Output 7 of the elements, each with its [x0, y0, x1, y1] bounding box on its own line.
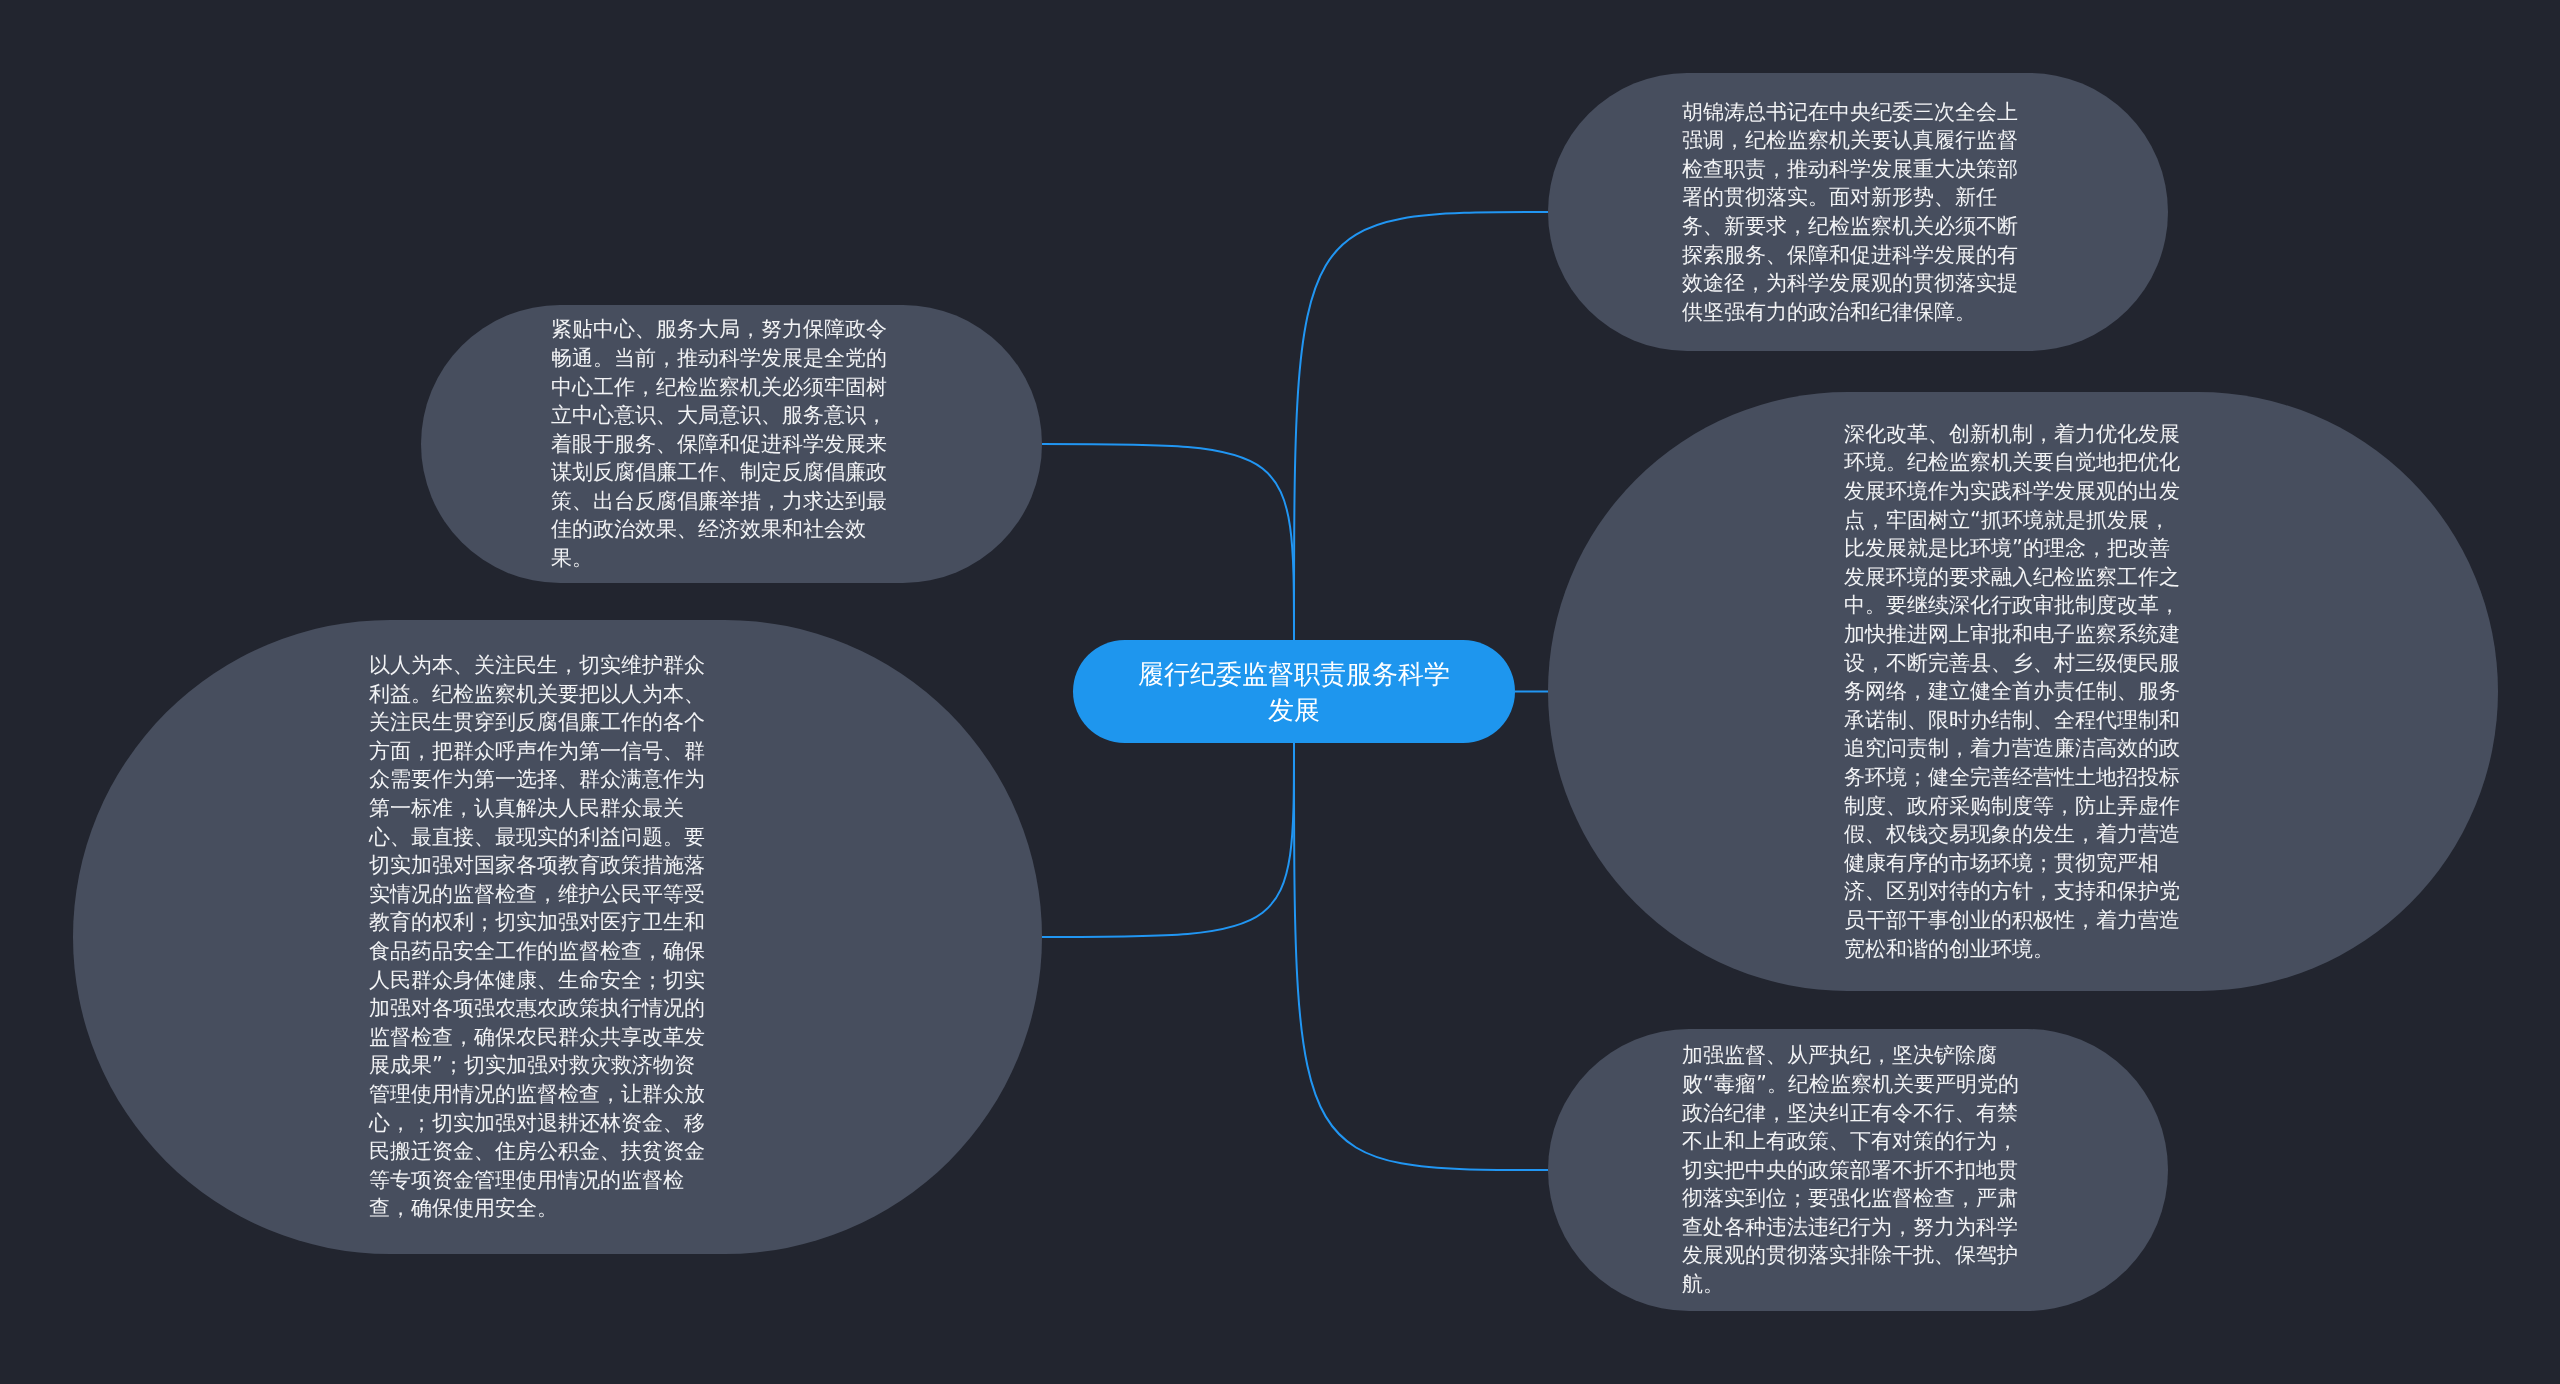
topic-text: 紧贴中心、服务大局，努力保障政令畅通。当前，推动科学发展是全党的中心工作，纪检监察机关必须牢固树立中心意识、大局意识、服务意识，着眼于服务、保障和促进科学发展来谋划反腐倡廉工作、制定反腐倡廉政策、出台反腐倡廉举措，力求达到最佳的政治效果、经济效果和社会效果。: [551, 316, 888, 573]
topic-title: 履行纪委监督职责服务科学发展: [1137, 657, 1451, 727]
topic-text: 深化改革、创新机制，着力优化发展环境。纪检监察机关要自觉地把优化发展环境作为实践科学发展观的出发点，牢固树立“抓环境就是抓发展，比发展就是比环境”的理念，把改善发展环境的要求融入纪检监察工作之中。要继续深化行政审批制度改革，加快推进网上审批和电子监察系统建设，不断完善县、乡、村三级便民服务网络，建立健全首办责任制、服务承诺制、限时办结制、全程代理制和追究问责制，着力营造廉洁高效的政务环境；健全完善经营性土地招投标制度、政府采购制度等，防止弄虚作假、权钱交易现象的发生，着力营造健康有序的市场环境；贯彻宽严相济、区别对待的方针，支持和保护党员干部干事创业的积极性，着力营造宽松和谐的创业环境。: [1844, 420, 2181, 963]
topic-text: 加强监督、从严执纪，坚决铲除腐败“毒瘤”。纪检监察机关要严明党的政治纪律，坚决纠正有令不行、有禁不止和上有政策、下有对策的行为，切实把中央的政策部署不折不扣地贯彻落实到位；要强化监督检查，严肃查处各种违法违纪行为，努力为科学发展观的贯彻落实排除干扰、保驾护航。: [1682, 1042, 2020, 1299]
topic-text: 胡锦涛总书记在中央纪委三次全会上强调，纪检监察机关要认真履行监督检查职责，推动科学发展重大决策部署的贯彻落实。面对新形势、新任务、新要求，纪检监察机关必须不断探索服务、保障和促进科学发展的有效途径，为科学发展观的贯彻落实提供坚强有力的政治和纪律保障。: [1682, 98, 2019, 326]
connector: [1514, 690, 1549, 693]
topic-text: 以人为本、关注民生，切实维护群众利益。纪检监察机关要把以人为本、关注民生贯穿到反腐倡廉工作的各个方面，把群众呼声作为第一信号、群众需要作为第一选择、群众满意作为第一标准，认真解决人民群众最关心、最直接、最现实的利益问题。要切实加强对国家各项教育政策措施落实情况的监督检查，维护公民平等受教育的权利；切实加强对医疗卫生和食品药品安全工作的监督检查，确保人民群众身体健康、生命安全；切实加强对各项强农惠农政策执行情况的监督检查，确保农民群众共享改革发展成果”；切实加强对救灾救济物资管理使用情况的监督检查，让群众放心，；切实加强对退耕还林资金、移民搬迁资金、住房公积金、扶贫资金等专项资金管理使用情况的监督检查，确保使用安全。: [369, 652, 706, 1223]
